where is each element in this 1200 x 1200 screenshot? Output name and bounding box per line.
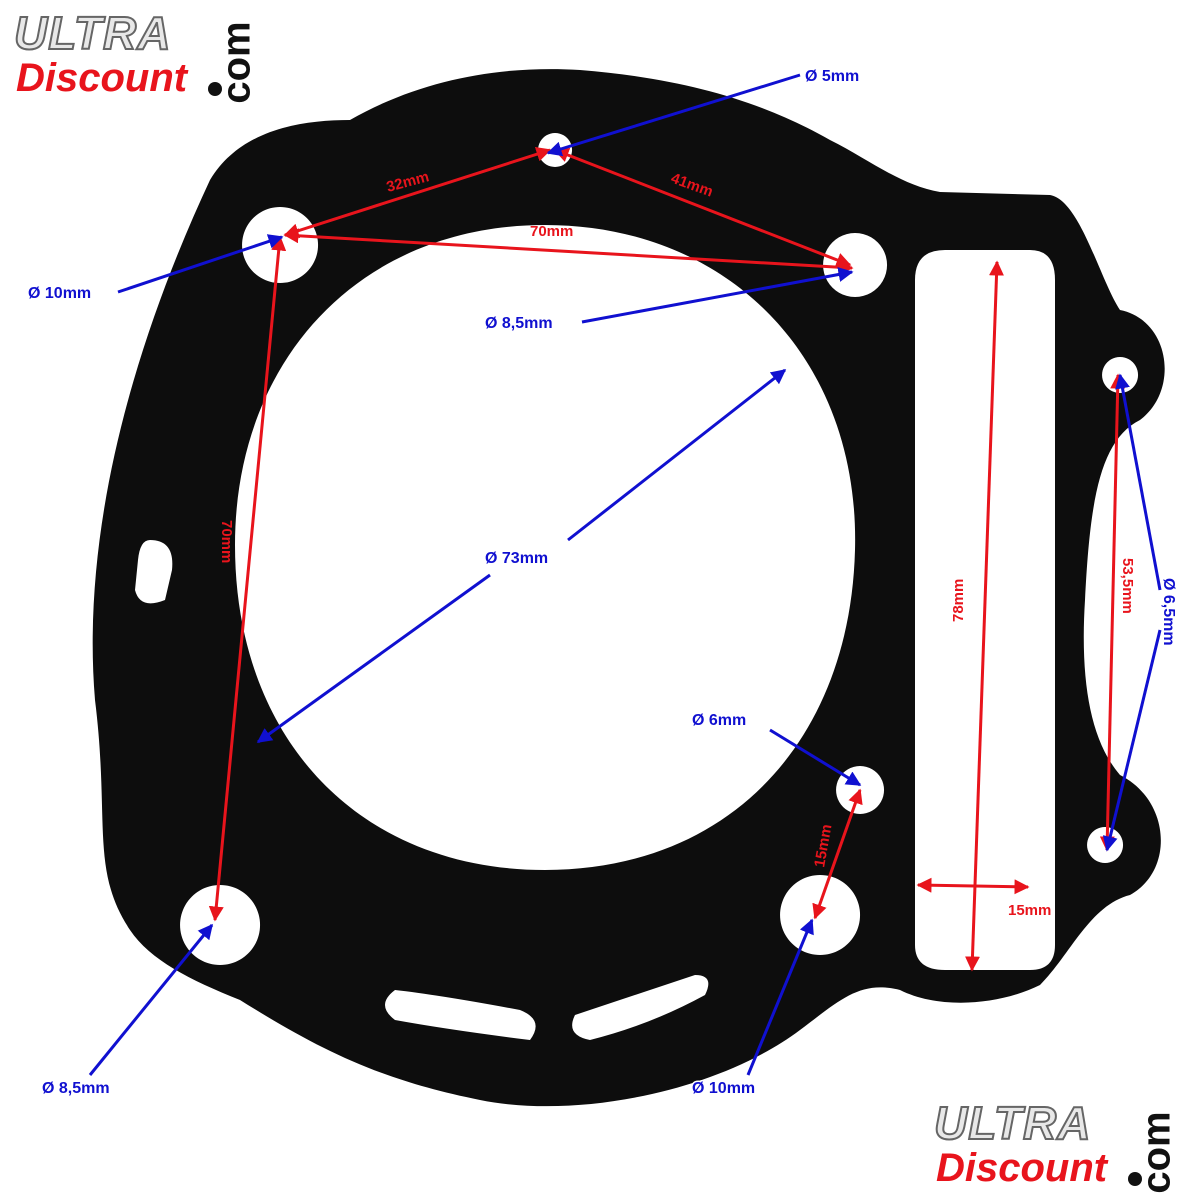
gasket (92, 69, 1165, 1107)
dim-line-c (283, 228, 854, 275)
leader-small-hole (769, 728, 862, 787)
leader-top-left-hole (117, 234, 284, 294)
leader-right-1 (1115, 373, 1162, 591)
logo-discount: Discount (936, 1146, 1108, 1190)
leader-bore-2 (256, 573, 491, 744)
label-small-hole: Ø 6mm (692, 712, 746, 729)
dim-line-f (1099, 373, 1126, 852)
logo-discount: Discount (16, 56, 188, 100)
logo-dot (208, 82, 222, 96)
logo-ultra: ULTRA (933, 1096, 1092, 1150)
dim-line-h (916, 877, 1030, 895)
dim-c: 70mm (530, 223, 573, 240)
dim-h: 15mm (1008, 902, 1051, 919)
leader-bottom-right-hole (746, 918, 814, 1076)
logo-dot (1128, 1172, 1142, 1186)
dim-d: 70mm (218, 520, 235, 563)
logo-ultra: ULTRA (13, 6, 172, 60)
leader-right-2 (1102, 629, 1162, 852)
logo-com: com (1134, 1111, 1179, 1194)
leader-bore-1 (567, 368, 787, 542)
dim-f: 53,5mm (1119, 558, 1136, 614)
dim-line-a (283, 146, 552, 239)
leader-top-right-hole (581, 267, 854, 324)
logo-bottom-right: ULTRA Discount com (920, 1090, 1190, 1200)
label-bottom-left-hole: Ø 8,5mm (42, 1080, 110, 1097)
dim-line-e (964, 260, 1005, 972)
logo-top-left: ULTRA Discount com (0, 0, 270, 110)
dim-line-d (208, 235, 287, 922)
leader-top-hole (546, 73, 801, 157)
label-top-right-hole: Ø 8,5mm (485, 315, 553, 332)
logo-com: com (214, 21, 259, 104)
dim-line-g (812, 788, 863, 920)
label-top-hole: Ø 5mm (805, 68, 859, 85)
leader-bottom-left-hole (88, 923, 214, 1076)
label-top-left-hole: Ø 10mm (28, 285, 91, 302)
label-bottom-right-hole: Ø 10mm (692, 1080, 755, 1097)
label-right-holes: Ø 6,5mm (1160, 578, 1177, 646)
dim-e: 78mm (950, 579, 967, 622)
label-bore: Ø 73mm (485, 550, 548, 567)
